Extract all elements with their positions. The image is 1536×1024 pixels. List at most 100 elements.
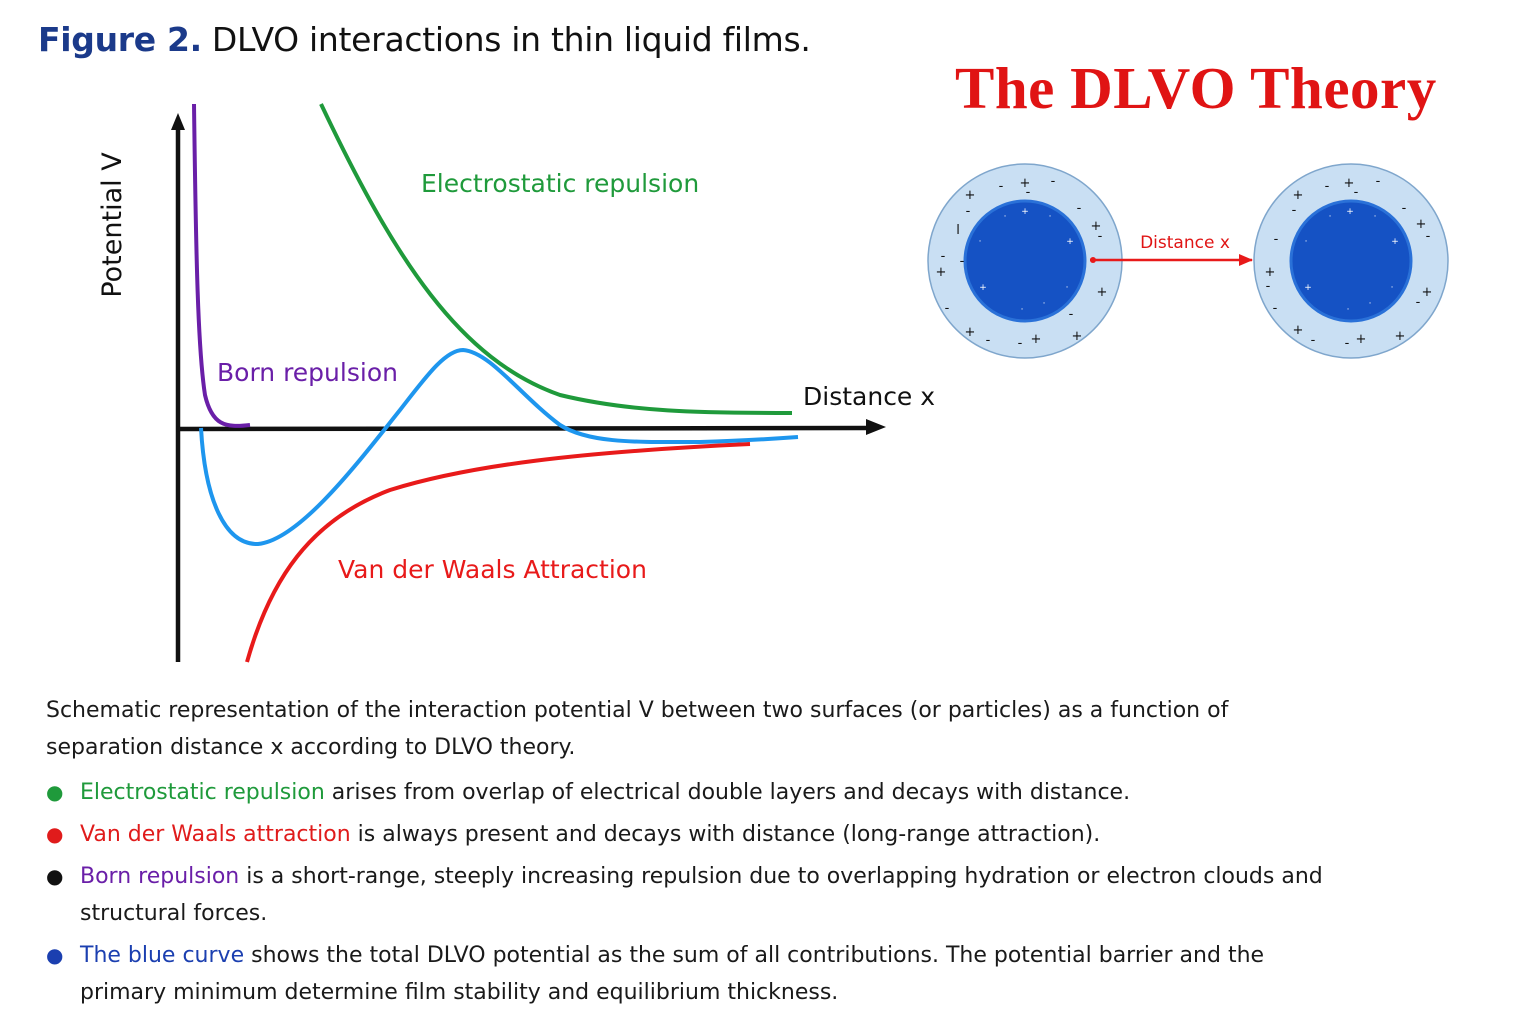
svg-text:l: l	[956, 223, 960, 238]
svg-text:+: +	[1416, 217, 1427, 232]
particle-core-right	[1289, 199, 1413, 323]
svg-text:+: +	[1391, 237, 1399, 247]
x-axis-label: Distance x	[803, 382, 935, 411]
bullet-dot: ●	[46, 780, 64, 804]
svg-text:-: -	[1069, 307, 1074, 322]
bullet-text: shows the total DLVO potential as the su…	[80, 943, 1265, 1005]
svg-text:·: ·	[979, 237, 982, 247]
svg-text:-: -	[1426, 229, 1431, 244]
electrostatic-repulsion-curve	[319, 103, 793, 415]
svg-text:-: -	[1416, 295, 1421, 310]
svg-text:+: +	[1097, 285, 1108, 300]
svg-text:·: ·	[1305, 237, 1308, 247]
svg-text:+: +	[1020, 176, 1031, 191]
svg-text:-: -	[1345, 336, 1350, 351]
y-axis-arrowhead	[171, 113, 185, 130]
bullet-term: Electrostatic repulsion	[80, 780, 325, 805]
svg-text:-: -	[986, 333, 991, 348]
born-repulsion-curve	[192, 103, 251, 428]
bullet-term: Van der Waals attraction	[80, 822, 351, 847]
bullet-text: arises from overlap of electrical double…	[324, 780, 1131, 805]
svg-text:-: -	[1376, 174, 1381, 189]
caption-intro: Schematic representation of the interact…	[46, 698, 1229, 760]
svg-text:-: -	[1077, 201, 1082, 216]
caption-bullets: ● Electrostatic repulsion arises from ove…	[46, 774, 1346, 1011]
svg-text:·: ·	[1374, 212, 1377, 222]
figure-title-text: DLVO interactions in thin liquid films.	[211, 20, 811, 59]
svg-text:+: +	[1422, 285, 1433, 300]
svg-text:·: ·	[1066, 283, 1069, 293]
core-charges-left: +·· ·++ ···	[979, 207, 1074, 315]
ion-signs-right: +-- +-- -+- +-- +-+ --+ +-	[1265, 174, 1433, 351]
dlvo-diagram: Potential V Distance x Electrostatic rep…	[97, 103, 1449, 663]
bullet-total: ● The blue curve shows the total DLVO pot…	[46, 937, 1346, 1011]
bullet-electrostatic: ● Electrostatic repulsion arises from ove…	[46, 774, 1346, 811]
svg-text:+: +	[1091, 219, 1102, 234]
svg-text:+: +	[1072, 329, 1083, 344]
bullet-text: is always present and decays with distan…	[350, 822, 1101, 847]
svg-text:-: -	[1311, 333, 1316, 348]
svg-text:-: -	[1273, 301, 1278, 316]
schematic-distance-label: Distance x	[1140, 233, 1230, 253]
figure-title: Figure 2.DLVO interactions in thin liqui…	[38, 20, 811, 59]
dlvo-theory-title: The DLVO Theory	[955, 55, 1437, 121]
svg-text:-: -	[1354, 185, 1359, 200]
particle-core-left	[963, 199, 1087, 323]
svg-text:-: -	[941, 249, 946, 264]
bullet-dot: ●	[46, 943, 64, 967]
svg-text:+: +	[1021, 207, 1029, 217]
svg-text:+: +	[1293, 188, 1304, 203]
svg-text:·: ·	[1021, 305, 1024, 315]
bullet-text: is a short-range, steeply increasing rep…	[80, 864, 1323, 926]
svg-text:-: -	[1018, 336, 1023, 351]
svg-text:-: -	[1266, 279, 1271, 294]
bullet-term: The blue curve	[80, 943, 245, 968]
svg-text:-: -	[1292, 203, 1297, 218]
svg-text:·: ·	[1004, 212, 1007, 222]
svg-text:+: +	[965, 325, 976, 340]
svg-text:·: ·	[1043, 299, 1046, 309]
core-charges-right: + · · · + + · · ·	[1304, 207, 1399, 315]
svg-text:·: ·	[1347, 305, 1350, 315]
bullet-dot: ●	[46, 864, 64, 888]
svg-text:+: +	[1344, 176, 1355, 191]
svg-text:·: ·	[1369, 299, 1372, 309]
ion-signs-left: +-- +-- -+- -+- +-+ --+ +-l	[936, 174, 1108, 351]
svg-text:+: +	[1395, 329, 1406, 344]
x-axis	[175, 425, 869, 432]
bullet-born: ● Born repulsion is a short-range, steepl…	[46, 858, 1346, 932]
svg-text:+: +	[1356, 332, 1367, 347]
van-der-waals-curve	[245, 442, 751, 663]
y-axis-label: Potential V	[97, 152, 128, 298]
particle-right: +-- +-- -+- +-- +-+ --+ +- + · · · + + · · ·	[1253, 163, 1449, 359]
svg-text:+: +	[1293, 323, 1304, 338]
total-dlvo-curve	[199, 347, 799, 547]
bullet-dot: ●	[46, 822, 64, 846]
svg-text:-: -	[966, 204, 971, 219]
figure-number: Figure 2.	[38, 20, 202, 59]
figure-caption: Schematic representation of the interact…	[46, 692, 1346, 1016]
electrostatic-label: Electrostatic repulsion	[421, 169, 699, 198]
svg-text:+: +	[1346, 207, 1354, 217]
svg-text:·: ·	[1391, 283, 1394, 293]
svg-text:+: +	[1066, 237, 1074, 247]
vdw-label: Van der Waals Attraction	[338, 555, 647, 584]
svg-text:+: +	[936, 265, 947, 280]
svg-text:-: -	[960, 254, 965, 269]
svg-text:-: -	[1274, 232, 1279, 247]
svg-text:+: +	[1304, 283, 1312, 293]
svg-text:-: -	[945, 301, 950, 316]
svg-text:-: -	[1325, 179, 1330, 194]
svg-text:-: -	[1098, 229, 1103, 244]
svg-text:-: -	[1051, 174, 1056, 189]
x-axis-arrowhead	[866, 419, 886, 435]
svg-text:+: +	[1265, 265, 1276, 280]
svg-text:+: +	[979, 283, 987, 293]
svg-text:+: +	[965, 188, 976, 203]
particle-left: +-- +-- -+- -+- +-+ --+ +-l +·· ·++ ···	[927, 163, 1123, 359]
svg-text:·: ·	[1329, 212, 1332, 222]
svg-text:-: -	[999, 179, 1004, 194]
bullet-term: Born repulsion	[80, 864, 240, 889]
svg-text:-: -	[1026, 185, 1031, 200]
born-label: Born repulsion	[217, 358, 398, 387]
